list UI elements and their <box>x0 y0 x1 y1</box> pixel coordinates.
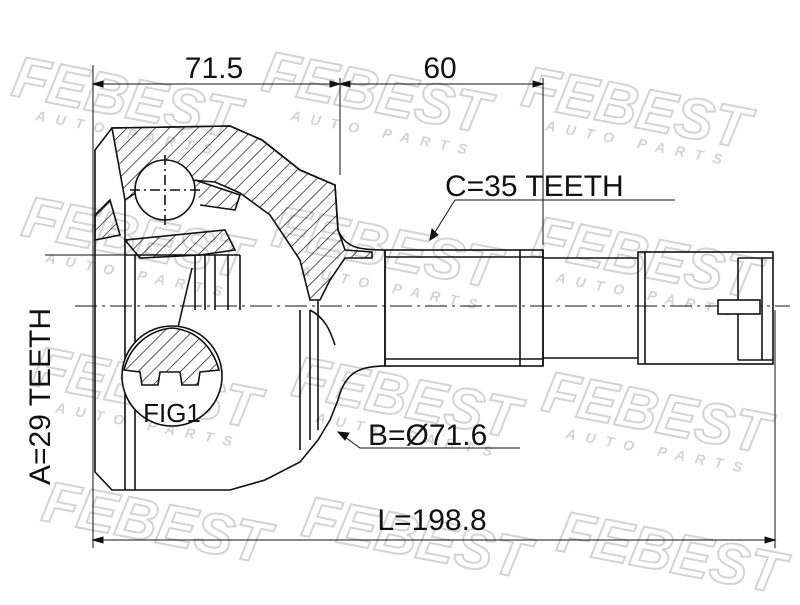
arrow-head <box>91 536 104 544</box>
shaft <box>384 249 774 367</box>
callout-outer-teeth: C=35 TEETH <box>445 170 624 203</box>
callout-inner-teeth: A=29 TEETH <box>24 308 57 485</box>
arrow-head <box>329 80 342 88</box>
arrow-head <box>764 536 777 544</box>
svg-text:FEBEST: FEBEST <box>38 469 279 577</box>
callout-seal-diameter: B=Ø71.6 <box>368 419 487 452</box>
cage-segment <box>194 179 242 211</box>
cv-joint-housing <box>94 125 386 491</box>
dimension-body-length: 71.5 <box>185 52 243 85</box>
shaft-thread-section <box>637 251 774 365</box>
fig1-detail <box>121 267 223 427</box>
svg-text:FEBEST: FEBEST <box>298 484 539 592</box>
figure-label: FIG1 <box>143 398 201 428</box>
watermark-logo: FEBEST <box>552 498 795 605</box>
arrow-head <box>91 80 104 88</box>
arrow-head <box>336 431 350 441</box>
shaft-neck <box>542 250 638 366</box>
arrow-head <box>429 227 439 242</box>
dimension-total-length: L=198.8 <box>377 504 486 537</box>
arrow-head <box>338 80 351 88</box>
arrow-head <box>532 80 545 88</box>
cage-segment <box>94 198 122 241</box>
cotter-pin-hole <box>717 299 761 315</box>
housing-inner-curve <box>309 309 336 346</box>
dimension-stub-length: 60 <box>423 52 456 85</box>
fig1-hatched-spline <box>123 327 221 386</box>
watermark-logo: FEBEST <box>37 468 280 578</box>
outer-teeth-leader <box>429 199 675 241</box>
dimension-lines <box>91 65 777 548</box>
svg-text:FEBEST: FEBEST <box>553 499 794 600</box>
watermark-logo: FEBEST <box>297 483 540 593</box>
callout-leaders <box>45 199 675 449</box>
